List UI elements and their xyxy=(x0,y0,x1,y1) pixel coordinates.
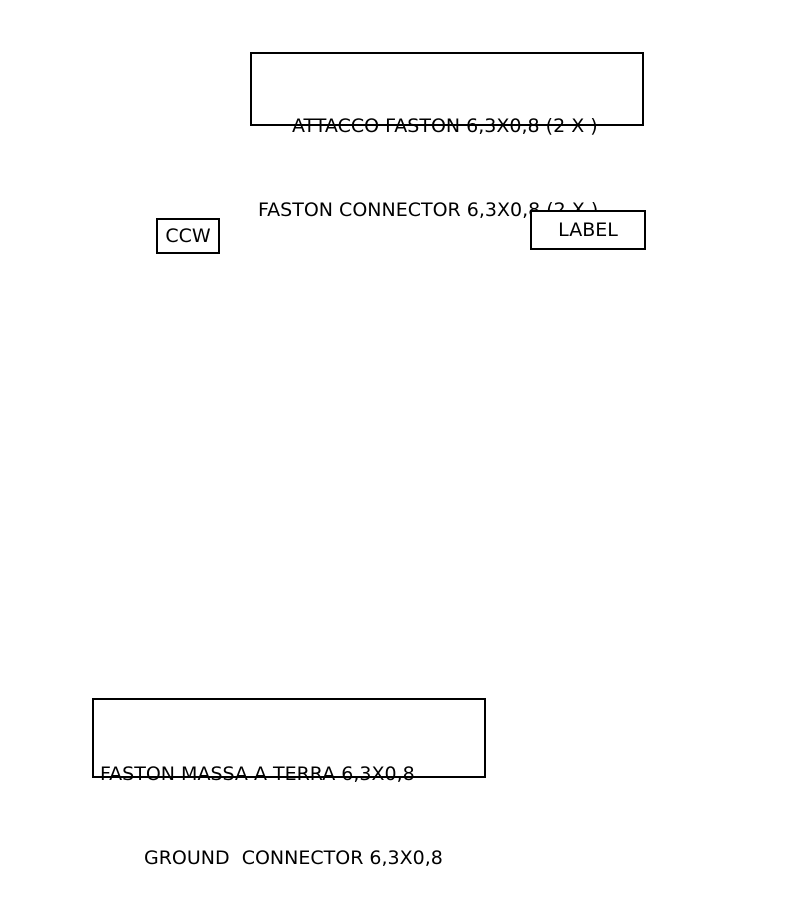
dim-9-upper: 9 xyxy=(474,424,490,433)
dim-9-lower: 9 xyxy=(474,466,490,475)
blower-fan-body xyxy=(194,305,485,522)
dim-21: 21 xyxy=(558,467,574,485)
dim-33-5: 33.5 xyxy=(362,564,393,580)
dim-2-4: 2.4 xyxy=(485,500,510,527)
dim-4-2: 4.2 xyxy=(428,455,449,481)
dim-57-5: 57.5 xyxy=(395,602,426,618)
dim-23-8: 23.8 xyxy=(558,401,574,432)
ccw-label: CCW xyxy=(156,218,220,254)
faston-connector-callout: ATTACCO FASTON 6,3X0,8 (2 X ) FASTON CON… xyxy=(250,52,644,221)
dim-40: 40 xyxy=(526,454,542,472)
ground-connector-callout: FASTON MASSA A TERRA 6,3X0,8 ground conn… xyxy=(92,698,486,869)
dim-49-8: 49.8 xyxy=(596,424,612,455)
ground-callout-line-italian: FASTON MASSA A TERRA 6,3X0,8 xyxy=(100,763,415,785)
ground-icon xyxy=(395,450,411,471)
ground-callout-line-english: ground connector 6,3x0,8 xyxy=(144,847,443,869)
callout-line-italian: ATTACCO FASTON 6,3X0,8 (2 X ) xyxy=(292,115,598,137)
label-box: LABEL xyxy=(530,210,646,250)
dim-82: 82 xyxy=(643,387,659,405)
dim-97-8: 97.8 xyxy=(333,636,364,652)
dim-5: 5 xyxy=(490,566,499,582)
